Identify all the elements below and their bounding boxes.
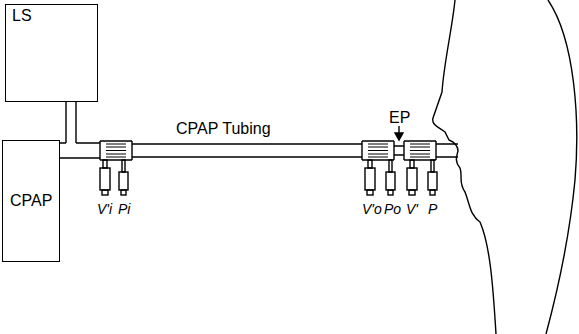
ep-arrowhead — [395, 133, 403, 140]
connector — [362, 141, 394, 160]
connector-ribs — [368, 144, 388, 157]
cpap-unit: CPAP — [2, 140, 60, 262]
part-label: EP — [389, 110, 410, 126]
connector — [404, 141, 436, 160]
signal-name: P — [428, 202, 437, 216]
flow-sensor — [100, 160, 110, 195]
face-profile — [433, 0, 496, 334]
cpap-tubing — [132, 144, 362, 157]
tube-wall — [60, 143, 100, 158]
speaker-tube — [66, 102, 76, 143]
mouthpiece — [436, 144, 458, 157]
exhalation-port — [394, 146, 404, 155]
pressure-sensor — [428, 160, 437, 195]
signal-name: V'o — [362, 202, 382, 216]
connector-ribs — [106, 144, 126, 157]
connector — [100, 141, 132, 160]
signal-name: V' — [406, 202, 418, 216]
signal-name: V'i — [97, 202, 112, 216]
node-label: LS — [12, 7, 32, 25]
pressure-sensor — [386, 160, 395, 195]
node-label: CPAP — [10, 192, 52, 210]
pressure-sensor — [119, 160, 128, 195]
tube-label: CPAP Tubing — [176, 121, 271, 137]
head-outline — [546, 0, 577, 334]
signal-name: Po — [384, 202, 401, 216]
signal-name: Pi — [118, 202, 130, 216]
flow-sensor — [407, 160, 417, 195]
flow-sensor — [365, 160, 375, 195]
connector-ribs — [410, 144, 430, 157]
speaker-box: LS — [5, 4, 98, 102]
